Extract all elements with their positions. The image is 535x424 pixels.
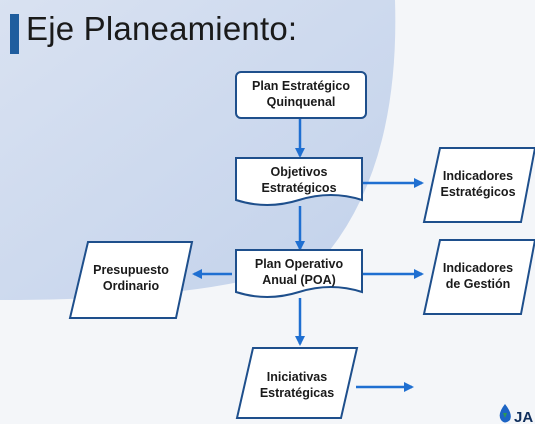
box-indicadores-gestion: Indicadores de Gestión bbox=[422, 239, 535, 315]
box-plan-estrategico-line1: Plan Estratégico bbox=[252, 79, 350, 93]
box-iniciativas-estrategicas: Iniciativas Estratégicas bbox=[235, 347, 359, 419]
box-iniciativas-line2: Estratégicas bbox=[260, 386, 334, 400]
box-indicadores-estrategicos-line1: Indicadores bbox=[443, 169, 513, 183]
box-plan-operativo-line2: Anual (POA) bbox=[262, 273, 336, 287]
box-indicadores-estrategicos-line2: Estratégicos bbox=[440, 185, 515, 199]
box-plan-estrategico: Plan Estratégico Quinquenal bbox=[235, 71, 367, 119]
box-presupuesto-ordinario: Presupuesto Ordinario bbox=[68, 241, 194, 319]
connectors bbox=[192, 118, 424, 392]
box-objetivos-line2: Estratégicos bbox=[261, 181, 336, 195]
box-plan-operativo: Plan Operativo Anual (POA) bbox=[235, 249, 363, 298]
page-title: Eje Planeamiento: bbox=[26, 10, 298, 47]
box-objetivos: Objetivos Estratégicos bbox=[235, 157, 363, 206]
box-indicadores-gestion-line2: de Gestión bbox=[446, 277, 511, 291]
box-indicadores-estrategicos: Indicadores Estratégicos bbox=[422, 147, 535, 223]
box-presupuesto-line1: Presupuesto bbox=[93, 263, 169, 277]
box-plan-estrategico-line2: Quinquenal bbox=[267, 95, 336, 109]
box-iniciativas-line1: Iniciativas bbox=[267, 370, 327, 384]
title-accent-bar bbox=[10, 14, 19, 54]
logo-text: JA bbox=[514, 409, 533, 424]
box-plan-operativo-line1: Plan Operativo bbox=[255, 257, 344, 271]
box-indicadores-gestion-line1: Indicadores bbox=[443, 261, 513, 275]
box-objetivos-line1: Objetivos bbox=[271, 165, 328, 179]
logo: JA bbox=[499, 404, 533, 424]
box-presupuesto-line2: Ordinario bbox=[103, 279, 160, 293]
